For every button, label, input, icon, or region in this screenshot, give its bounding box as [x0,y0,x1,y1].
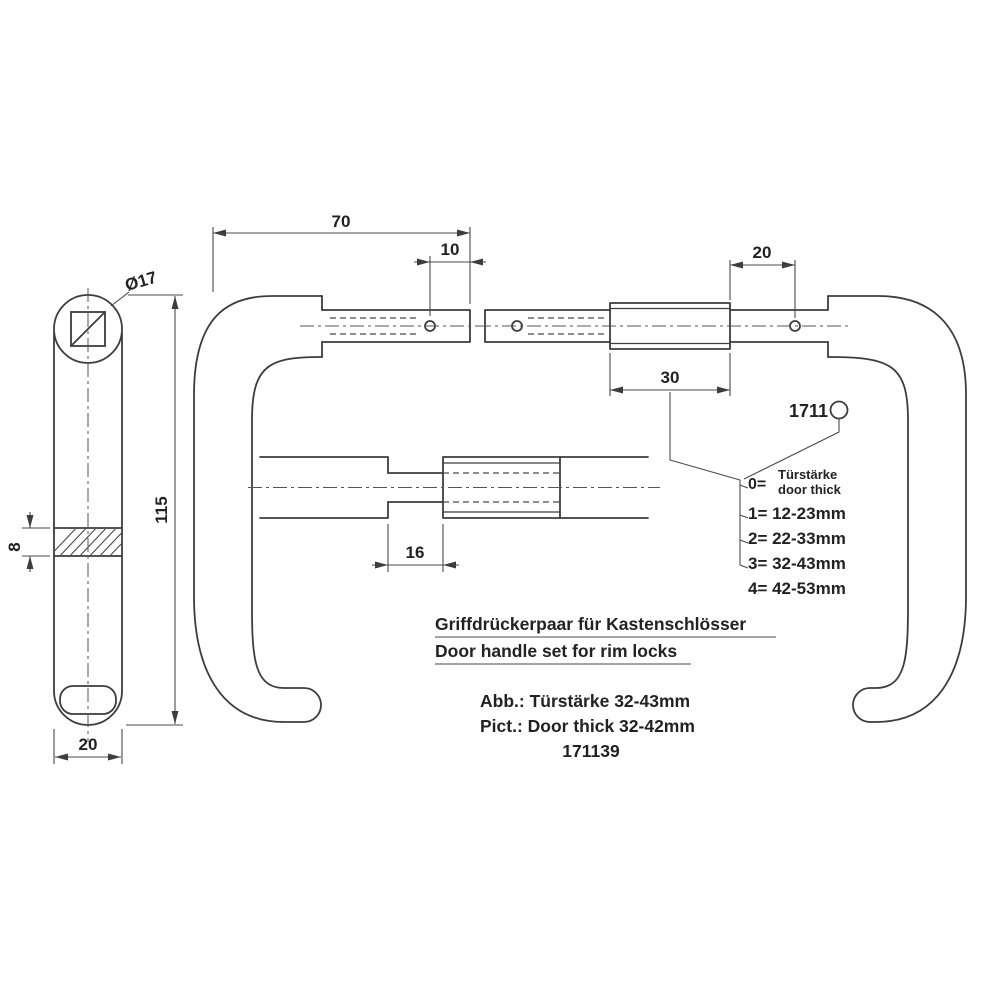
captions: Griffdrückerpaar für Kastenschlösser Doo… [435,614,776,761]
model-number-label: 1711 [789,401,828,421]
legend: 1711 0= Türstärke door thick 1= 12-23mm … [669,392,849,598]
dim-115-label: 115 [152,496,171,523]
arrow-icon [610,386,623,394]
legend-leader-from-model [743,419,840,480]
arrow-icon [26,515,34,528]
legend-entry-1: 1= 12-23mm [748,504,846,523]
front-view-right-handle [477,295,967,723]
variant-german: Abb.: Türstärke 32-43mm [480,691,690,711]
digit-position-circle-icon [829,400,849,420]
arrow-icon [443,561,456,569]
arrow-icon [213,229,226,237]
dim-20-right-extension-lines [729,260,796,318]
legend-entry-4: 4= 42-53mm [748,579,846,598]
arrow-icon [782,261,795,269]
dim-70-label: 70 [332,212,351,231]
arrow-icon [26,556,34,569]
arrow-icon [717,386,730,394]
detail-left-bar [259,456,389,519]
arrow-icon [730,261,743,269]
dim-30-extension-lines [609,353,731,396]
detail-sleeve [442,456,561,519]
legend-heading-en: door thick [778,482,842,497]
adjustment-sleeve [609,302,731,350]
dim-8-label: 8 [5,542,24,551]
right-neck-hidden-bore [528,317,606,335]
variant-english: Pict.: Door thick 32-42mm [480,716,695,736]
title-german: Griffdrückerpaar für Kastenschlösser [435,614,746,634]
left-handle-contour [193,295,323,723]
legend-key-0: 0= [748,476,766,493]
left-neck-hidden-bore [330,317,420,335]
detail-spindle [387,472,444,503]
dim-16-label: 16 [406,543,425,562]
side-view-dimensions: 8 115 20 [5,294,183,764]
dim-10-label: 10 [441,240,460,259]
dim-16-extension-lines [387,524,444,572]
dim-8-extension-lines [22,527,50,557]
title-english: Door handle set for rim locks [435,641,677,661]
dim-20-right-label: 20 [753,243,772,262]
arrow-icon [171,711,179,724]
legend-leader-from-sleeve [669,392,741,481]
hatch-band [55,529,121,555]
detail-sleeve-wall [442,462,561,513]
diameter-leader-line [110,291,130,307]
dim-70-extension-lines [212,227,471,304]
arrow-icon [470,258,483,266]
dim-20-bottom-label: 20 [79,735,98,754]
spindle-square-diagonal [70,311,106,347]
legend-entry-2: 2= 22-33mm [748,529,846,548]
arrow-icon [457,229,470,237]
article-number: 171139 [562,741,620,761]
dim-diameter-label: Ø17 [123,268,159,295]
dim-30-label: 30 [661,368,680,387]
dim-115-extension-lines [126,294,183,726]
detail-right-bar [559,456,649,519]
legend-ticks [739,484,749,569]
legend-heading-de: Türstärke [778,467,837,482]
arrow-icon [171,296,179,309]
front-view-dimensions: 70 10 20 30 16 [212,212,796,572]
front-view-left-handle [193,295,478,723]
arrow-icon [108,753,121,761]
dim-20-bottom-extension-lines [53,729,123,764]
arrow-icon [55,753,68,761]
arrow-icon [417,258,430,266]
side-view: Ø17 [53,268,159,742]
spindle-detail [248,456,660,519]
legend-entry-3: 3= 32-43mm [748,554,846,573]
right-handle-contour [827,295,967,723]
arrow-icon [375,561,388,569]
